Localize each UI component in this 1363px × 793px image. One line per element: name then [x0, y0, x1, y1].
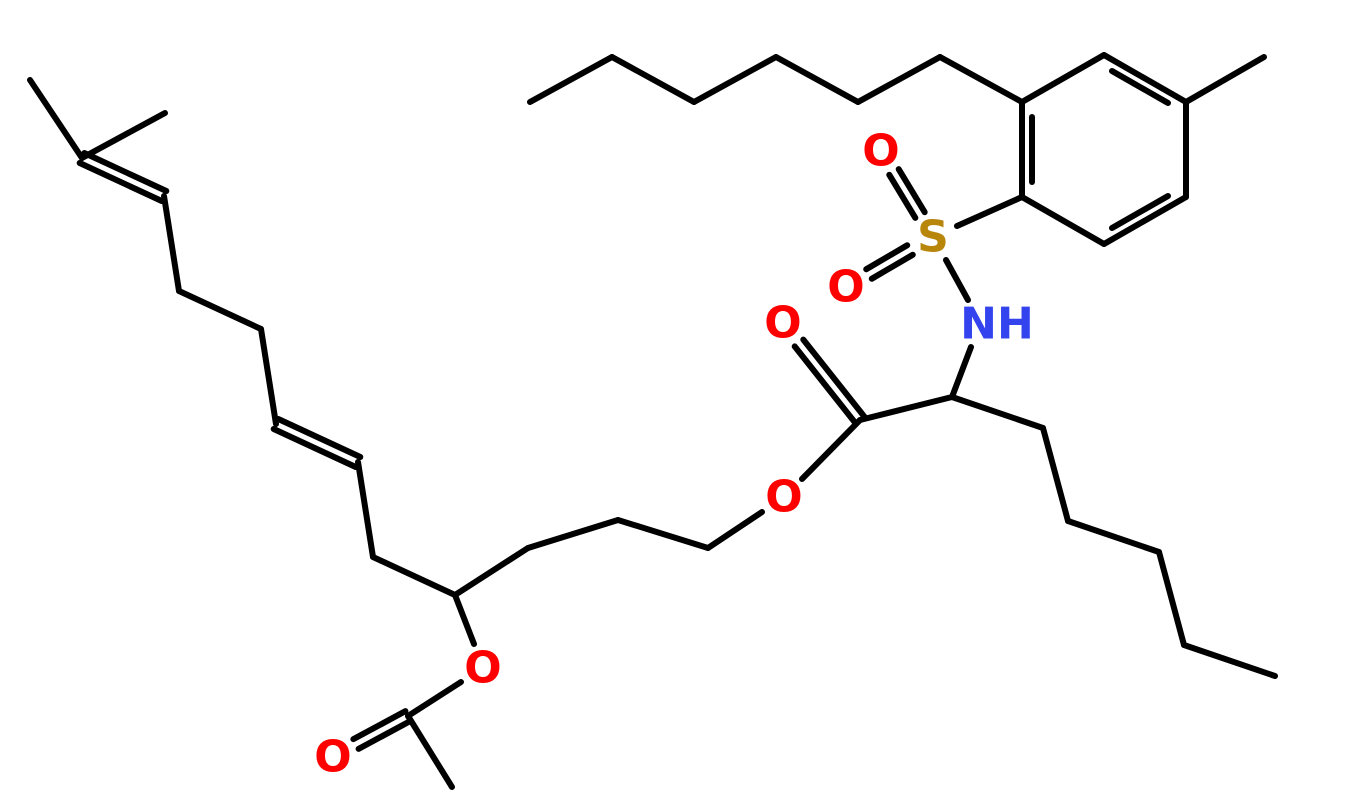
single-bond: [527, 54, 615, 105]
single-bond: [705, 509, 765, 551]
single-bond: [1019, 194, 1107, 247]
atom-label-sulfonyl-oxygen-left: O: [827, 262, 864, 313]
single-bond: [258, 326, 279, 427]
atom-label-ester-carbonyl-oxygen: O: [764, 298, 801, 349]
single-bond: [1183, 54, 1267, 105]
single-bond: [176, 288, 264, 332]
single-bond: [1040, 425, 1071, 524]
atom-label-sulfonyl-sulfur: S: [917, 212, 949, 263]
single-bond: [615, 517, 711, 551]
single-bond: [937, 54, 1025, 105]
double-bond: [868, 251, 916, 282]
single-bond: [1156, 549, 1187, 648]
single-bond: [1101, 194, 1189, 247]
single-bond: [857, 394, 955, 423]
single-bond: [1181, 642, 1278, 679]
single-bond: [405, 679, 464, 719]
single-bond: [799, 417, 863, 482]
single-bond: [79, 110, 168, 161]
double-bond: [800, 336, 868, 420]
single-bond: [355, 459, 376, 560]
single-bond: [609, 54, 697, 105]
single-bond: [452, 545, 531, 598]
single-bond: [1019, 52, 1107, 105]
atom-label-sulfonamide-nh: NH: [960, 299, 1034, 350]
single-bond: [27, 77, 85, 161]
double-bond: [81, 150, 170, 195]
single-bond: [943, 257, 971, 303]
double-bond: [275, 416, 364, 461]
atom-label-acetate-carbonyl-oxygen: O: [314, 732, 351, 783]
single-bond: [954, 194, 1025, 229]
atom-label-acetate-oxygen: O: [464, 643, 501, 694]
double-bond: [895, 166, 928, 216]
double-bond: [886, 171, 919, 221]
single-bond: [405, 713, 455, 790]
single-bond: [1109, 193, 1171, 231]
single-bond: [691, 54, 779, 105]
double-bond: [350, 708, 409, 743]
double-bond: [270, 425, 359, 470]
double-bond: [355, 717, 414, 752]
single-bond: [855, 54, 943, 105]
single-bond: [452, 592, 477, 647]
single-bond: [370, 554, 458, 598]
atom-label-ester-oxygen: O: [765, 472, 802, 523]
single-bond: [1101, 52, 1189, 105]
single-bond: [161, 193, 182, 294]
bond-layer: [27, 52, 1278, 790]
double-bond: [76, 159, 165, 204]
atom-label-sulfonyl-oxygen-top: O: [862, 126, 899, 177]
single-bond: [1065, 518, 1162, 555]
double-bond: [863, 242, 911, 273]
single-bond: [525, 517, 621, 551]
single-bond: [1109, 68, 1171, 106]
single-bond: [773, 54, 861, 105]
single-bond: [949, 344, 974, 400]
double-bond: [791, 343, 859, 427]
single-bond: [949, 394, 1046, 431]
